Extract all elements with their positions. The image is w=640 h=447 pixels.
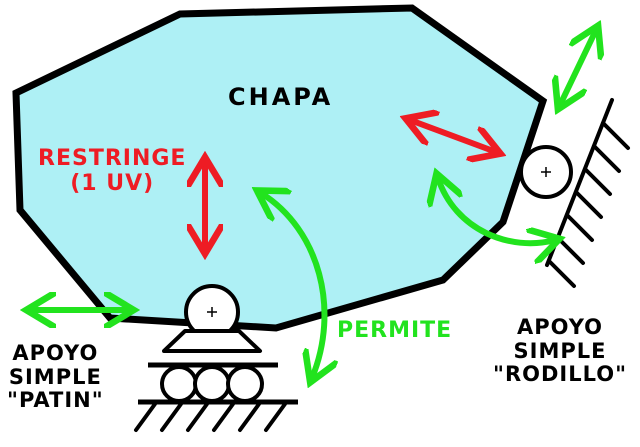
restrict-inclined-arrow: [410, 120, 496, 152]
plate-label: CHAPA: [228, 83, 334, 111]
patin-rollers: [160, 365, 264, 403]
right-support-label: APOYO SIMPLE "RODILLO": [493, 315, 628, 387]
permit-label: PERMITE: [337, 318, 453, 343]
permit-rotation-arrow-right: [438, 178, 555, 243]
left-support-line1: APOYO: [12, 341, 99, 365]
permit-slide-arrow: [560, 30, 596, 105]
right-support-line3: "RODILLO": [493, 362, 628, 387]
restrict-label-line2: (1 UV): [70, 170, 155, 196]
left-support-label: APOYO SIMPLE "PATIN": [7, 341, 104, 413]
ground-hatch-icon: [134, 402, 287, 432]
patin-base: [162, 329, 262, 353]
left-support-line3: "PATIN": [7, 388, 104, 413]
restrict-label-line1: RESTRINGE: [38, 146, 187, 171]
curved-double-arrow-icon: [261, 193, 324, 378]
roller-icon: [519, 145, 573, 199]
right-support-line1: APOYO: [516, 315, 604, 339]
left-support-line2: SIMPLE: [8, 364, 102, 389]
restrict-label: RESTRINGE (1 UV): [38, 146, 187, 196]
right-support-line2: SIMPLE: [513, 338, 607, 363]
